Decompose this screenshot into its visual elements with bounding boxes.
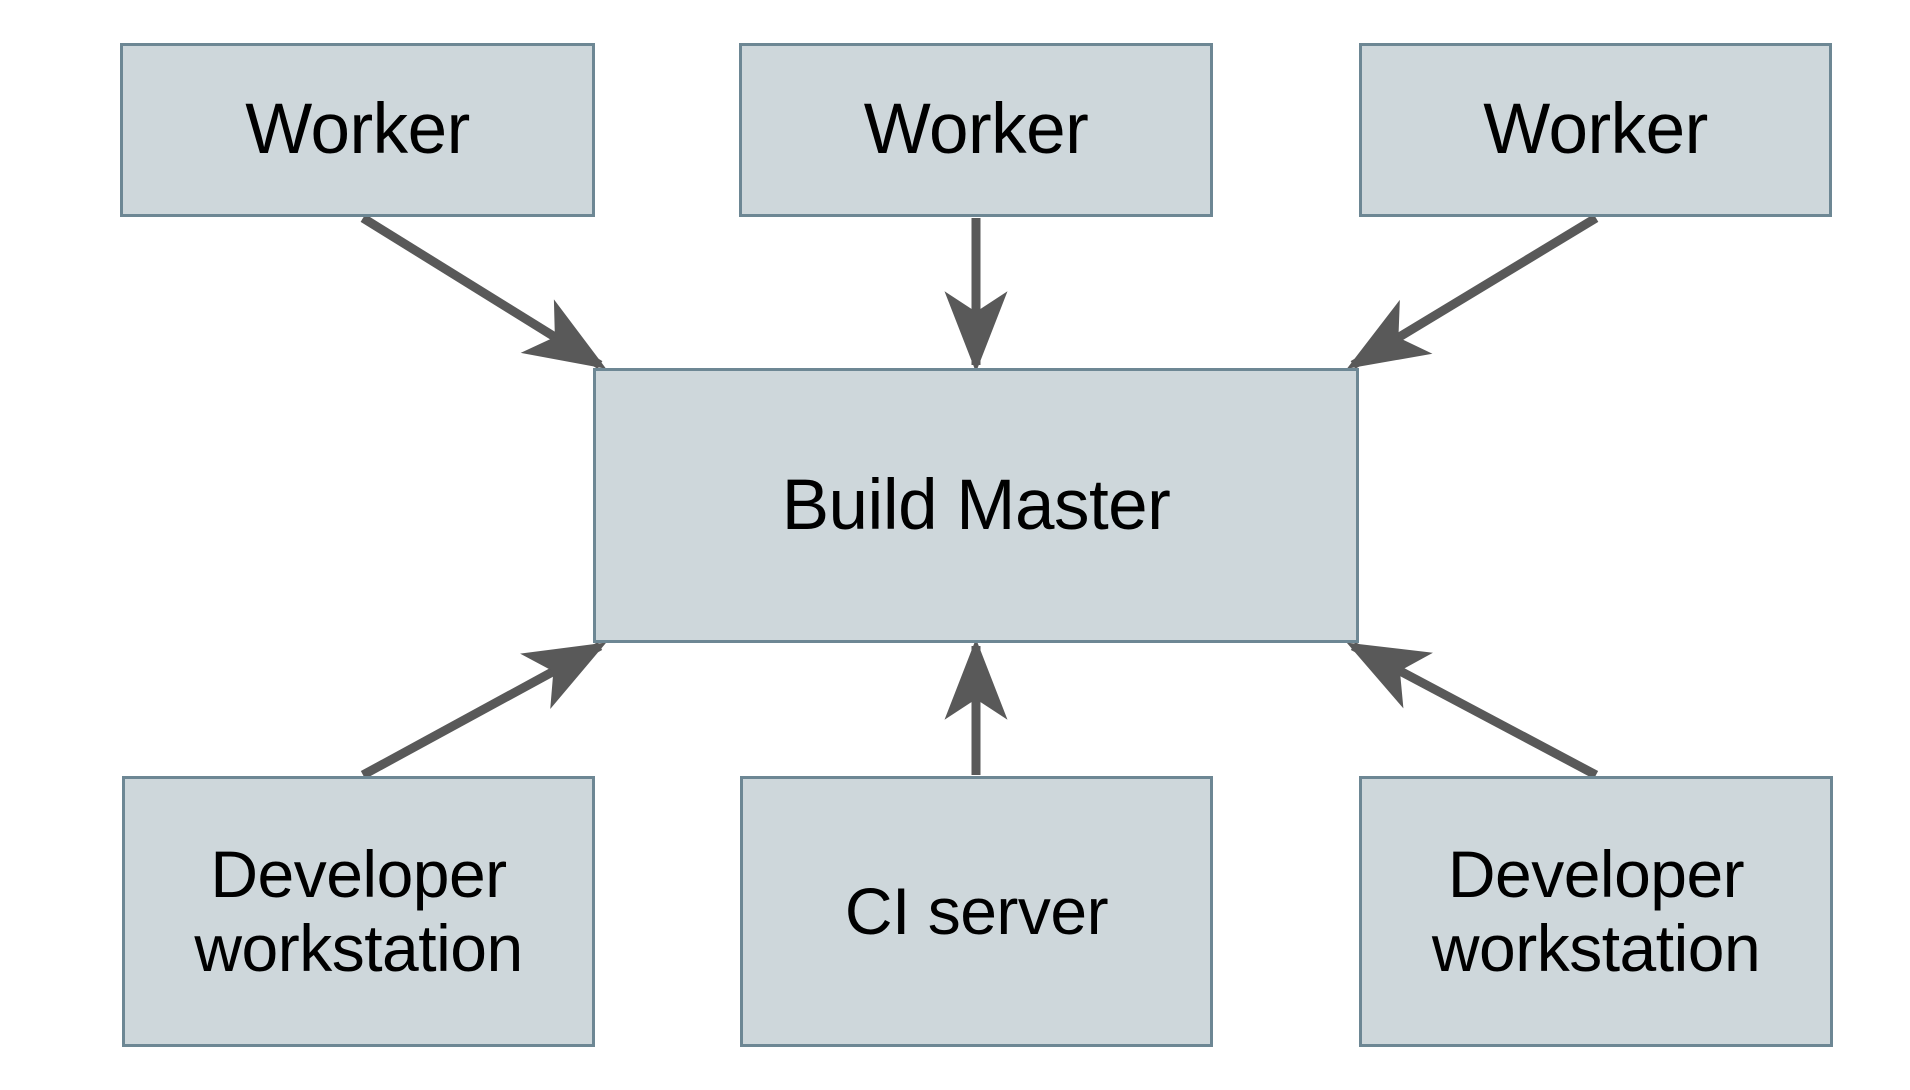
edge-worker3-to-master (1346, 214, 1599, 369)
node-worker-2-label: Worker (863, 90, 1089, 170)
node-developer-workstation-right[interactable]: Developer workstation (1359, 776, 1833, 1047)
node-worker-1-label: Worker (245, 90, 470, 170)
node-ci-server[interactable]: CI server (740, 776, 1213, 1047)
edge-developer-right-to-master (1346, 642, 1599, 779)
node-build-master[interactable]: Build Master (593, 368, 1359, 643)
edge-worker1-to-master (360, 214, 607, 369)
node-ci-server-label: CI server (844, 873, 1109, 948)
node-worker-2[interactable]: Worker (739, 43, 1213, 217)
node-developer-workstation-left[interactable]: Developer workstation (122, 776, 595, 1047)
edge-developer-left-to-master (360, 642, 607, 779)
node-worker-3-label: Worker (1483, 90, 1708, 170)
node-worker-1[interactable]: Worker (120, 43, 595, 217)
node-build-master-label: Build Master (781, 465, 1171, 545)
node-developer-workstation-right-label: Developer workstation (1431, 836, 1761, 985)
node-worker-3[interactable]: Worker (1359, 43, 1832, 217)
node-developer-workstation-left-label: Developer workstation (194, 836, 523, 985)
